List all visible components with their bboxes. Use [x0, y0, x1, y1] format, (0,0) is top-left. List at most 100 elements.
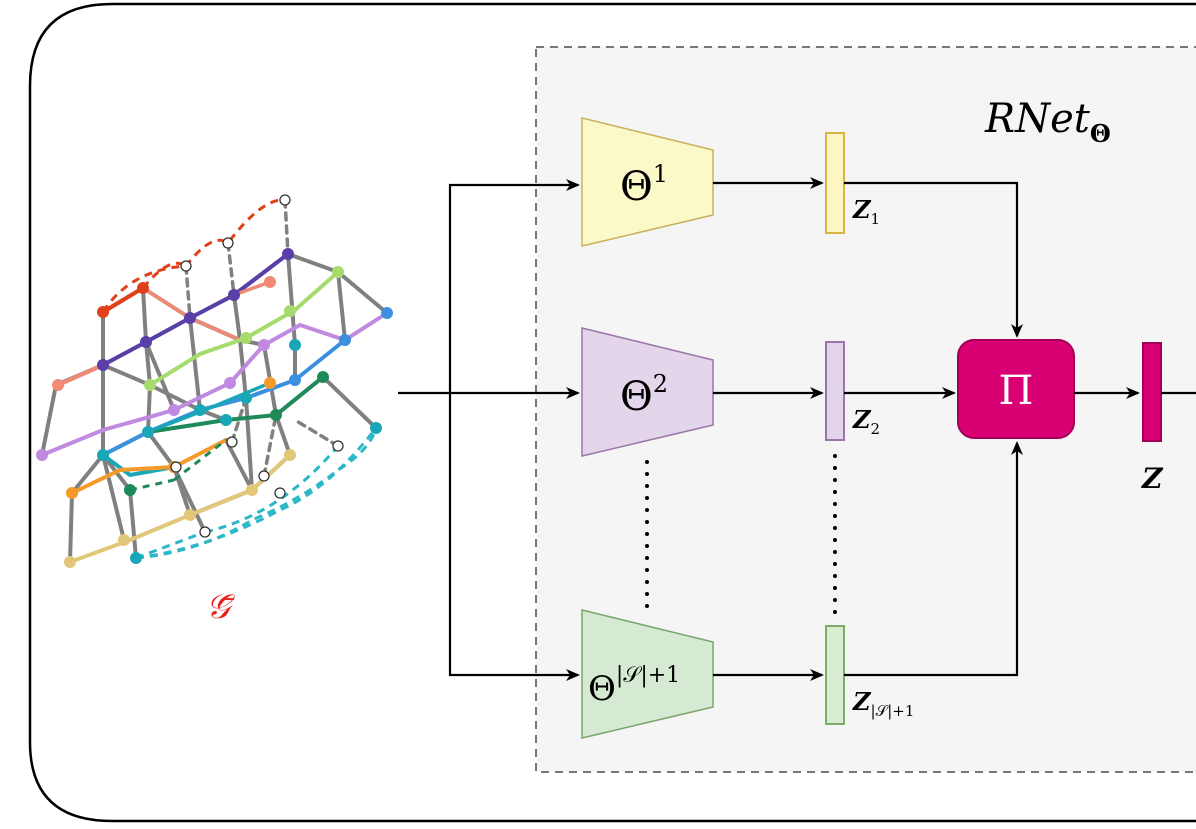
aggregation-connectors: [844, 181, 1023, 677]
encoder-output-connectors: [713, 177, 824, 681]
graph-node: [264, 276, 276, 288]
graph-dashed-edge: [184, 264, 192, 320]
graph-edge: [336, 270, 347, 342]
encoder-2: Θ2: [581, 327, 714, 457]
output-embedding-z: Z: [1141, 342, 1164, 495]
graph-node: [66, 487, 78, 499]
graph-node: [36, 449, 48, 461]
graph-node: [284, 449, 296, 461]
graph-node: [270, 409, 282, 421]
graph-edge: [224, 438, 254, 492]
graph-hollow-node: [199, 526, 211, 538]
graph-node: [240, 392, 252, 404]
graph-node: [224, 377, 236, 389]
graph-node: [332, 266, 344, 278]
graph-dashed-layer-edge: [135, 427, 378, 560]
svg-text:Θ|𝒮|+1: Θ|𝒮|+1: [588, 663, 680, 709]
svg-text:Θ2: Θ2: [620, 370, 668, 420]
graph-hollow-node: [170, 461, 182, 473]
graph-node: [97, 449, 109, 461]
svg-text:Z2: Z2: [852, 405, 880, 438]
graph-node: [52, 379, 64, 391]
svg-text:Θ1: Θ1: [620, 160, 668, 210]
graph-edge: [144, 340, 176, 412]
graph-hollow-node: [180, 260, 192, 272]
graph-node: [184, 312, 196, 324]
graph-hollow-node: [279, 194, 291, 206]
input-connectors: [398, 179, 580, 681]
graph-hollow-node: [258, 470, 270, 482]
graph-layer-edge: [57, 363, 104, 387]
graph-layer-edge: [233, 280, 271, 297]
graph-layer-edge: [71, 465, 175, 495]
graph-layer-edge: [41, 311, 389, 457]
graph-node: [289, 339, 301, 351]
ellipsis-dots: [645, 454, 837, 620]
graph-node: [246, 484, 258, 496]
graph-edge: [146, 383, 152, 434]
graph-dashed-layer-edge: [204, 445, 340, 534]
graph-dashed-edge: [293, 418, 340, 448]
embedding-z1: Z1: [825, 132, 880, 234]
graph-node: [284, 305, 296, 317]
graph-edge: [101, 453, 126, 542]
graph-node: [137, 282, 149, 294]
encoder-1: Θ1: [581, 117, 714, 247]
graph-node: [142, 426, 154, 438]
graph-node: [140, 336, 152, 348]
graph-node: [228, 289, 240, 301]
graph-node: [144, 379, 156, 391]
svg-text:Z: Z: [1141, 462, 1164, 495]
graph-edge: [244, 396, 254, 492]
graph-node: [168, 404, 180, 416]
multiplex-graph-illustration: [36, 194, 393, 568]
graph-edge: [144, 340, 152, 387]
graph-hollow-node: [222, 237, 234, 249]
graph-node: [64, 556, 76, 568]
graph-dashed-edge: [262, 413, 278, 478]
graph-node: [339, 334, 351, 346]
graph-node: [130, 552, 142, 564]
graph-edge: [286, 252, 340, 274]
svg-text:Π: Π: [999, 368, 1034, 414]
graph-node: [97, 359, 109, 371]
graph-dashed-layer-edge: [135, 530, 206, 560]
graph-dashed-layer-edge: [173, 438, 227, 482]
graph-node: [317, 371, 329, 383]
graph-edge: [128, 488, 138, 560]
graph-dashed-edge: [283, 198, 290, 256]
graph-layer-edge: [173, 438, 227, 469]
graph-edge: [101, 363, 152, 387]
graph-edge: [148, 383, 202, 412]
graph-node: [370, 422, 382, 434]
module-title: RNetΘ: [984, 96, 1111, 148]
graph-edge: [70, 453, 105, 495]
graph-dashed-edge: [230, 396, 248, 444]
graph-node: [289, 374, 301, 386]
graph-edge: [188, 316, 202, 412]
aggregator-pi: Π: [957, 339, 1075, 439]
graph-node: [381, 307, 393, 319]
graph-node: [220, 414, 232, 426]
graph-node: [124, 484, 136, 496]
graph-hollow-node: [226, 436, 238, 448]
graph-dashed-edge: [226, 241, 236, 297]
graph-edge: [232, 293, 242, 342]
graph-dashed-layer-edge: [135, 427, 378, 560]
encoder-s-plus-1: Θ|𝒮|+1: [581, 609, 714, 739]
graph-edge: [274, 413, 292, 457]
graph-node: [264, 377, 276, 389]
graph-edge: [146, 430, 176, 469]
embedding-z2: Z2: [825, 341, 880, 441]
graph-node: [184, 509, 196, 521]
svg-text:Z1: Z1: [852, 195, 880, 228]
graph-edge: [141, 286, 148, 344]
graph-node: [240, 332, 252, 344]
svg-text:Z|𝒮|+1: Z|𝒮|+1: [852, 687, 914, 720]
graph-edge: [40, 383, 58, 457]
graph-node: [258, 339, 270, 351]
graph-edge: [321, 375, 378, 430]
graph-layer-edge: [147, 375, 325, 434]
embedding-z-s-plus-1: Z|𝒮|+1: [825, 625, 914, 725]
